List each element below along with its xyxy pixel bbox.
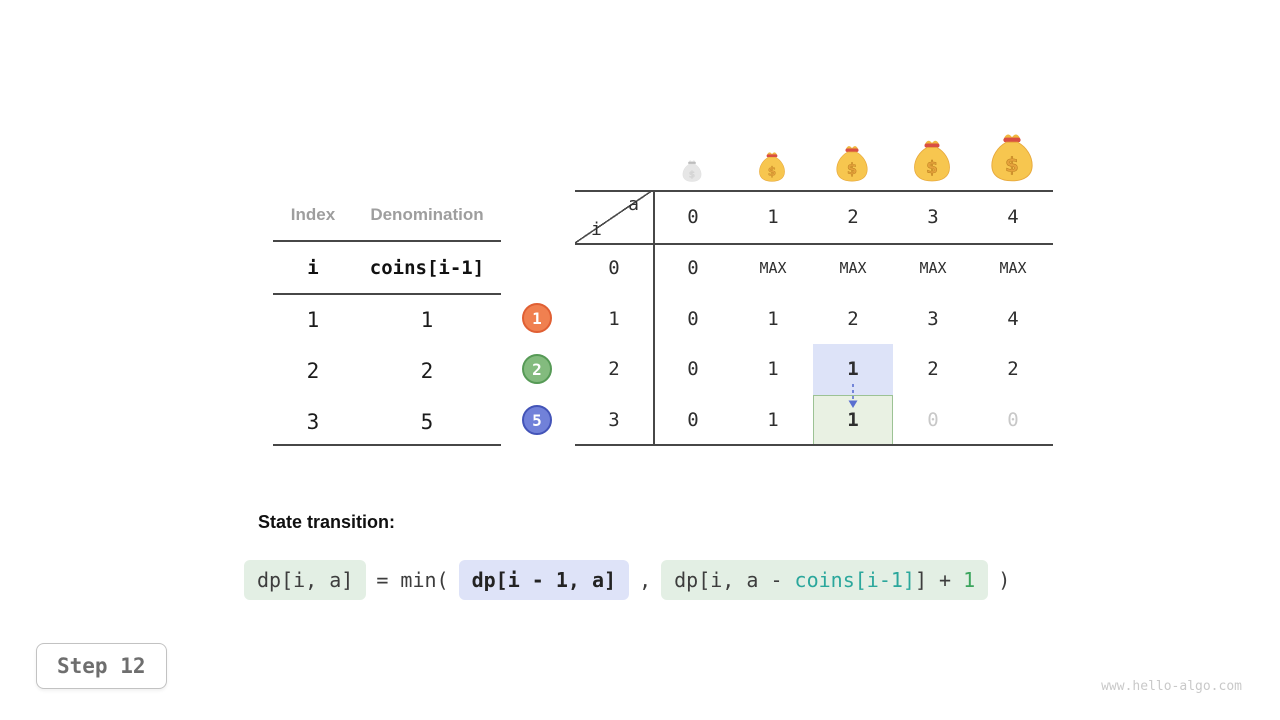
dp-cell: 0 [687,257,699,280]
variable-row: i coins[i-1] [273,242,501,293]
formula-arg2: dp[i, a - coins[i-1]] + 1 [661,560,989,600]
money-bag-icon [991,133,1033,182]
index-header: Index [290,205,336,224]
money-bag-icon [682,160,702,182]
dp-cell: MAX [839,259,867,278]
table-border-line [273,444,501,446]
dp-cell: 2 [1007,358,1019,381]
formula-separator: , [639,568,652,592]
table-border-line [575,444,1053,446]
dp-row-header: 3 [608,408,620,431]
dp-cell: 1 [767,358,779,381]
denomination-value: 1 [420,307,434,332]
dp-cell: MAX [759,259,787,278]
dp-col-header: 1 [767,205,779,228]
table-border-line [575,190,1053,192]
dp-cell: 1 [767,307,779,330]
table-row: 1 1 [273,294,501,345]
coin-badge-label: 5 [532,410,542,430]
formula-lhs: dp[i, a] [244,560,367,600]
formula-arg2-suffix: ] + [914,568,964,592]
formula-close: ) [998,568,1011,592]
dp-cell-highlight-target: 1 [813,394,893,445]
coin-badge-label: 1 [532,308,542,328]
table-border-line [653,190,655,445]
index-value: 2 [306,358,320,383]
dp-cell: 0 [1007,408,1019,431]
dp-cell: MAX [919,259,947,278]
coin-badge-label: 2 [532,359,542,379]
var-coins: coins[i-1] [369,256,485,279]
table-row: 3 5 [273,396,501,447]
state-transition-formula: dp[i, a] = min( dp[i - 1, a] , dp[i, a -… [244,560,1010,600]
formula-arg2-prefix: dp[i, a - [674,568,795,592]
dp-cell: 0 [687,307,699,330]
dp-cell: 3 [927,307,939,330]
denomination-table-header: Index Denomination [273,190,501,240]
dp-row-header: 2 [608,358,620,381]
coin-badge-1: 1 [522,303,552,333]
dp-cell: 0 [927,408,939,431]
dp-col-header: 0 [687,205,699,228]
table-border-line [575,243,1053,245]
money-bag-icon [836,145,868,182]
corner-row-var: i [591,219,602,240]
money-bag-icon [759,152,785,182]
denomination-table: Index Denomination i coins[i-1] 1 1 2 2 … [273,190,501,446]
state-transition-heading: State transition: [258,512,396,532]
dp-cell: MAX [999,259,1027,278]
var-i: i [307,256,319,279]
formula-arg2-coins: coins[i-1] [794,568,915,592]
dp-cell: 4 [1007,307,1019,330]
index-value: 1 [306,307,320,332]
formula-arg1: dp[i - 1, a] [458,560,630,600]
dp-table: a i 0 1 2 3 4 0 0 MAX MAX MAX MAX 1 0 1 … [575,190,1053,445]
coin-badge-2: 2 [522,354,552,384]
table-row: 2 2 [273,345,501,396]
table-border-line [273,293,501,295]
denomination-value: 5 [420,409,434,434]
dp-cell: 0 [687,358,699,381]
dp-cell: 2 [847,307,859,330]
dp-row-header: 0 [608,257,620,280]
dp-col-header: 3 [927,205,939,228]
dp-cell-highlight-source: 1 [813,344,893,395]
index-value: 3 [306,409,320,434]
dp-corner-cell: a i [575,190,653,243]
dp-cell: 0 [687,408,699,431]
formula-arg2-inc: 1 [963,568,976,592]
denomination-value: 2 [420,358,434,383]
dp-cell: 1 [767,408,779,431]
watermark: www.hello-algo.com [1101,679,1242,694]
coin-badge-5: 5 [522,405,552,435]
money-bag-icon [914,140,950,182]
formula-op: = min( [376,568,449,592]
corner-col-var: a [628,194,639,215]
dp-col-header: 2 [847,205,859,228]
dp-cell: 2 [927,358,939,381]
step-indicator: Step 12 [36,643,167,689]
dp-row-header: 1 [608,307,620,330]
dp-col-header: 4 [1007,205,1019,228]
table-border-line [273,240,501,242]
denomination-header: Denomination [370,205,484,224]
